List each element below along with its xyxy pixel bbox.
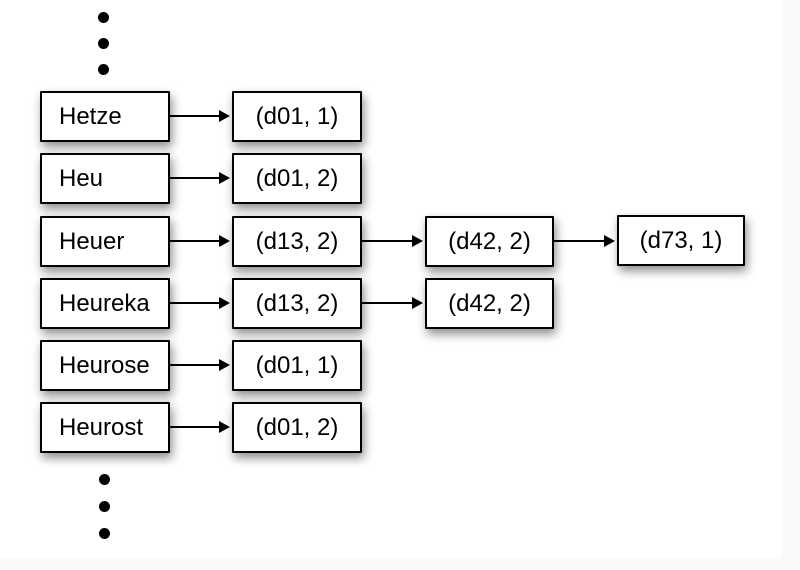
arrow-icon [170, 172, 230, 184]
term-box-heureka: Heureka [40, 278, 170, 329]
posting-box: (d42, 2) [425, 216, 554, 267]
term-box-heu: Heu [40, 153, 170, 204]
arrow-icon [362, 297, 423, 309]
posting-box: (d42, 2) [425, 278, 554, 329]
ellipsis-dot [99, 528, 110, 539]
ellipsis-dot [98, 64, 109, 75]
arrow-icon [170, 235, 230, 247]
term-box-heurose: Heurose [40, 340, 170, 391]
ellipsis-dot [99, 501, 110, 512]
term-box-hetze: Hetze [40, 91, 170, 142]
posting-label: (d13, 2) [255, 289, 339, 317]
ellipsis-dot [99, 474, 110, 485]
ellipsis-dot [98, 12, 109, 23]
posting-label: (d01, 2) [255, 413, 339, 441]
posting-box: (d01, 2) [232, 402, 362, 453]
posting-box: (d13, 2) [232, 216, 362, 267]
term-label: Hetze [59, 102, 122, 130]
arrow-icon [362, 235, 423, 247]
term-label: Heurost [59, 413, 144, 441]
term-box-heuer: Heuer [40, 216, 170, 267]
arrow-icon [170, 421, 230, 433]
posting-box: (d01, 1) [232, 91, 362, 142]
posting-box: (d13, 2) [232, 278, 362, 329]
posting-label: (d13, 2) [255, 227, 339, 255]
arrow-icon [170, 297, 230, 309]
term-box-heurost: Heurost [40, 402, 170, 453]
arrow-icon [170, 359, 230, 371]
posting-label: (d73, 1) [639, 226, 723, 254]
posting-label: (d01, 1) [255, 351, 339, 379]
ellipsis-dot [98, 38, 109, 49]
term-label: Heu [59, 164, 104, 192]
term-label: Heuer [59, 227, 125, 255]
posting-label: (d01, 2) [255, 164, 339, 192]
term-label: Heurose [59, 351, 150, 379]
posting-box: (d73, 1) [617, 215, 745, 266]
arrow-icon [554, 235, 615, 247]
posting-label: (d42, 2) [448, 227, 531, 255]
arrow-icon [170, 110, 230, 122]
posting-box: (d01, 1) [232, 340, 362, 391]
posting-label: (d01, 1) [255, 102, 339, 130]
term-label: Heureka [59, 289, 150, 317]
posting-box: (d01, 2) [232, 153, 362, 204]
posting-label: (d42, 2) [448, 289, 531, 317]
